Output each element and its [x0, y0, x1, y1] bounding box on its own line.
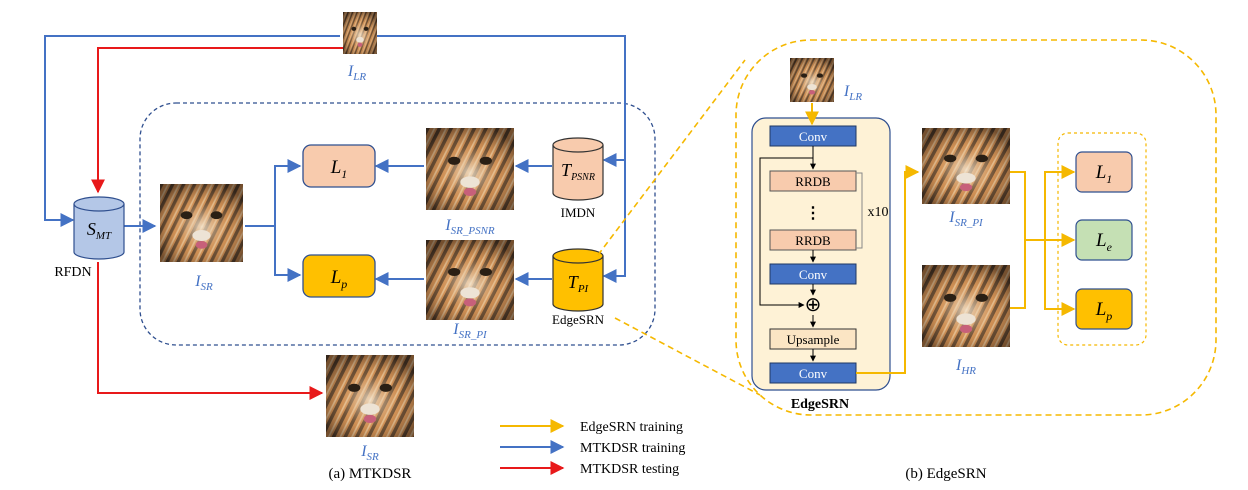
block-conv3-label: Conv — [799, 366, 828, 381]
label-edgesrn-i-hr: IHR — [955, 357, 976, 377]
image-isr-pi — [426, 240, 514, 320]
edgesrn-dashed-region — [735, 39, 1217, 416]
student-symbol: SMT — [87, 219, 112, 242]
arrow-to-loss-lp — [1044, 240, 1076, 316]
zoom-line-top — [597, 59, 746, 256]
image-isr — [160, 184, 243, 262]
repeat-label: x10 — [868, 205, 889, 220]
zoom-line-bottom — [614, 317, 761, 396]
teacher-psnr-name: IMDN — [561, 205, 596, 220]
arrow-conv3-to-srpi — [856, 165, 920, 374]
edgesrn-loss-l1-label: L1 — [1095, 162, 1113, 186]
teacher-psnr-cylinder — [552, 137, 604, 201]
image-edgesrn-sr-pi — [922, 128, 1010, 204]
teacher-pi-name: EdgeSRN — [552, 312, 605, 327]
line-hr-merge — [1010, 240, 1026, 309]
legend: EdgeSRN training MTKDSR training MTKDSR … — [500, 419, 685, 477]
label-i-sr-psnr: ISR_PSNR — [444, 217, 495, 237]
arrow-isr-to-lp — [274, 226, 302, 282]
arrow-lr-to-student-test — [91, 47, 345, 194]
mtkdsr-dashed-region — [139, 102, 656, 346]
edgesrn-network-title: EdgeSRN — [791, 397, 849, 412]
arrow-isr-to-l1 — [245, 159, 302, 227]
arrow-student-to-srtest — [97, 262, 324, 400]
edgesrn-loss-le-box — [1075, 219, 1133, 261]
caption-mtkdsr: (a) MTKDSR — [329, 466, 412, 482]
teacher-pi-cylinder — [552, 248, 604, 312]
block-dots: ⋮ — [805, 205, 821, 222]
arrow-lr-to-tpi — [602, 160, 626, 283]
image-edgesrn-hr — [922, 265, 1010, 347]
label-edgesrn-i-lr: ILR — [843, 83, 862, 103]
label-edgesrn-i-sr-pi: ISR_PI — [948, 209, 984, 229]
teacher-pi-symbol: TPI — [568, 272, 590, 295]
legend-label-mtkdsr-training: MTKDSR training — [580, 441, 685, 456]
image-isr-test — [326, 355, 414, 437]
block-add: ⊕ — [805, 294, 822, 316]
block-conv1-label: Conv — [799, 129, 828, 144]
block-rrdb1-label: RRDB — [795, 174, 831, 189]
edgesrn-loss-lp-label: Lp — [1095, 299, 1113, 323]
block-rrdb2-label: RRDB — [795, 233, 831, 248]
arrow-lr-to-student — [44, 35, 340, 227]
legend-label-edgesrn-training: EdgeSRN training — [580, 420, 683, 435]
edgesrn-loss-le-label: Le — [1095, 230, 1113, 254]
image-edgesrn-lr — [790, 58, 834, 102]
block-upsample-label: Upsample — [787, 332, 840, 347]
label-i-sr: ISR — [194, 273, 213, 293]
teacher-psnr-symbol: TPSNR — [561, 160, 595, 183]
loss-l1-label: L1 — [330, 157, 348, 181]
image-lr-thumbnail — [343, 12, 377, 54]
block-conv2-label: Conv — [799, 267, 828, 282]
loss-lp-box — [302, 254, 376, 298]
mtkdsr-panel: L1 Lp SMT RFDN TPSNR IMDN TPI EdgeSRN IL… — [44, 12, 656, 482]
edgesrn-loss-l1-box — [1075, 151, 1133, 193]
student-cylinder — [73, 196, 125, 260]
edgesrn-loss-group — [1057, 132, 1147, 346]
repeat-bracket — [856, 172, 863, 249]
image-isr-psnr — [426, 128, 514, 210]
edgesrn-panel: ILR Conv RRDB ⋮ RRDB x10 Conv ⊕ Upsample… — [735, 39, 1217, 482]
student-name: RFDN — [54, 265, 91, 280]
arrow-to-loss-l1 — [1044, 165, 1076, 240]
legend-label-mtkdsr-testing: MTKDSR testing — [580, 462, 679, 477]
edgesrn-loss-lp-box — [1075, 288, 1133, 330]
label-i-lr: ILR — [347, 63, 366, 83]
arrow-skip-connection — [759, 157, 813, 308]
caption-edgesrn: (b) EdgeSRN — [905, 466, 986, 482]
loss-lp-label: Lp — [330, 267, 348, 291]
line-srpi-merge — [1010, 171, 1045, 241]
label-i-sr-test: ISR — [360, 443, 379, 463]
block-rrdb1 — [769, 170, 857, 192]
loss-l1-box — [302, 144, 376, 188]
arrow-lr-to-tpsnr — [375, 35, 626, 167]
label-i-sr-pi: ISR_PI — [452, 321, 488, 341]
